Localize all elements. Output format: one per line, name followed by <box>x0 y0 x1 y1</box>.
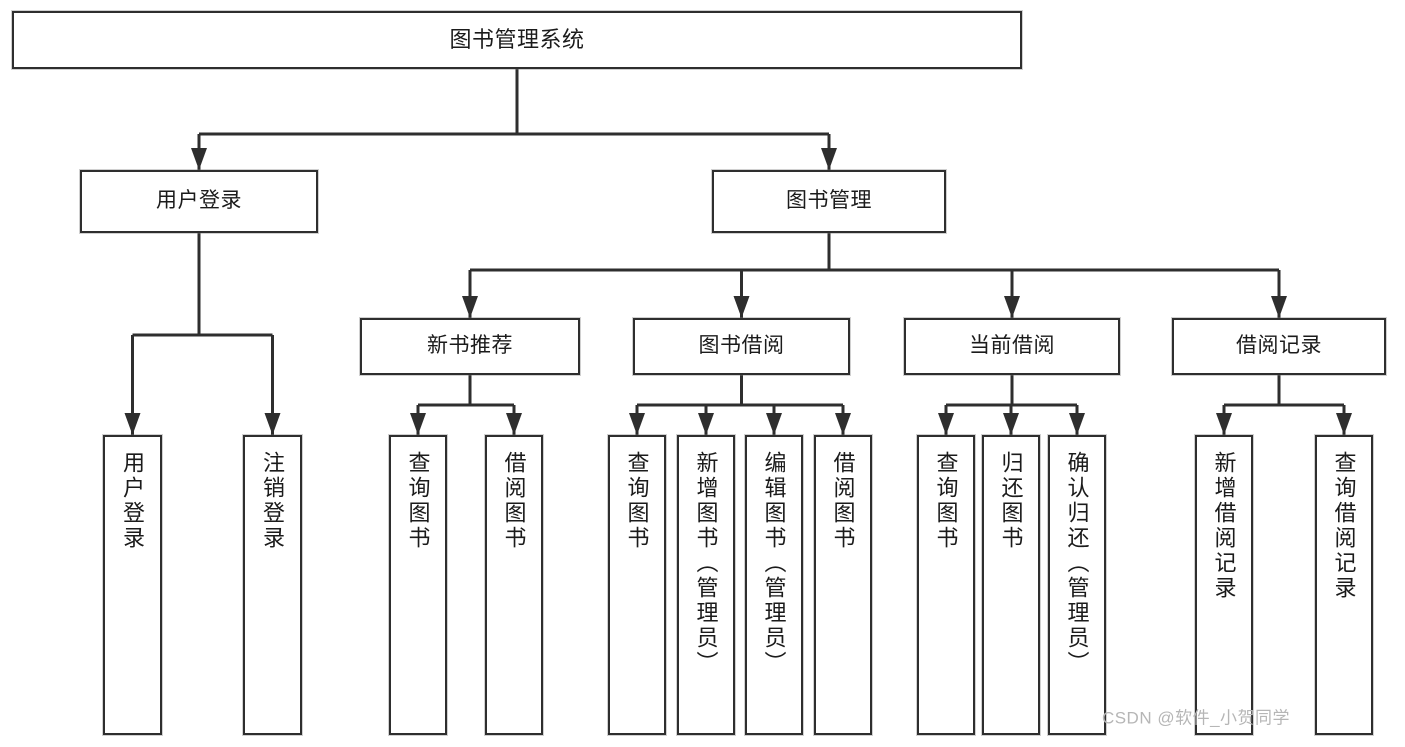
node-login[interactable]: 用户登录 <box>80 170 318 233</box>
node-borrow-4[interactable]: 借阅图书 <box>814 435 872 735</box>
node-login-2[interactable]: 注销登录 <box>243 435 302 735</box>
node-label-current: 当前借阅 <box>969 334 1055 358</box>
connector-arrowhead <box>1069 413 1085 435</box>
node-label-borrow: 图书借阅 <box>698 334 785 358</box>
connector-arrowhead <box>124 413 141 435</box>
node-current[interactable]: 当前借阅 <box>904 318 1120 375</box>
connector-arrowhead <box>506 413 522 435</box>
connector-arrowhead <box>410 413 426 435</box>
node-label-bookmgmt: 图书管理 <box>786 189 872 213</box>
node-label-borrow-4: 借阅图书 <box>830 451 856 551</box>
node-newbooks-2[interactable]: 借阅图书 <box>485 435 543 735</box>
node-label-login-1: 用户登录 <box>120 451 146 551</box>
node-label-current-3: 确认归还（管理员） <box>1064 451 1090 676</box>
node-label-newbooks-1: 查询图书 <box>405 451 431 551</box>
node-borrow-3[interactable]: 编辑图书（管理员） <box>745 435 803 735</box>
connector-arrowhead <box>629 413 645 435</box>
connector-arrowhead <box>1003 413 1019 435</box>
node-label-records-1: 新增借阅记录 <box>1211 451 1237 601</box>
node-root[interactable]: 图书管理系统 <box>12 11 1022 69</box>
node-label-login: 用户登录 <box>156 189 242 213</box>
node-label-borrow-1: 查询图书 <box>624 451 650 551</box>
node-newbooks-1[interactable]: 查询图书 <box>389 435 447 735</box>
watermark-label: CSDN @软件_小贺同学 <box>1101 708 1291 728</box>
connector-arrowhead <box>1004 296 1020 318</box>
node-label-borrow-3: 编辑图书（管理员） <box>761 451 787 676</box>
connector-arrowhead <box>766 413 782 435</box>
node-label-newbooks: 新书推荐 <box>427 334 513 358</box>
node-borrow-1[interactable]: 查询图书 <box>608 435 666 735</box>
node-label-borrow-2: 新增图书（管理员） <box>693 451 719 676</box>
connector-arrowhead <box>698 413 714 435</box>
node-borrow-2[interactable]: 新增图书（管理员） <box>677 435 735 735</box>
node-borrow[interactable]: 图书借阅 <box>633 318 850 375</box>
connector-arrowhead <box>462 296 478 318</box>
node-label-records: 借阅记录 <box>1236 334 1322 358</box>
connector-arrowhead <box>1216 413 1232 435</box>
node-login-1[interactable]: 用户登录 <box>103 435 162 735</box>
node-records-2[interactable]: 查询借阅记录 <box>1315 435 1373 735</box>
node-current-3[interactable]: 确认归还（管理员） <box>1048 435 1106 735</box>
node-label-newbooks-2: 借阅图书 <box>501 451 527 551</box>
node-label-current-1: 查询图书 <box>933 451 959 551</box>
connector-arrowhead <box>835 413 851 435</box>
connector-arrowhead <box>821 148 837 170</box>
node-bookmgmt[interactable]: 图书管理 <box>712 170 946 233</box>
node-records-1[interactable]: 新增借阅记录 <box>1195 435 1253 735</box>
connector-arrowhead <box>1271 296 1287 318</box>
node-current-1[interactable]: 查询图书 <box>917 435 975 735</box>
node-current-2[interactable]: 归还图书 <box>982 435 1040 735</box>
connector-arrowhead <box>1336 413 1352 435</box>
node-records[interactable]: 借阅记录 <box>1172 318 1386 375</box>
connector-arrowhead <box>264 413 281 435</box>
node-newbooks[interactable]: 新书推荐 <box>360 318 580 375</box>
node-label-current-2: 归还图书 <box>998 451 1024 551</box>
connector-arrowhead <box>733 296 750 318</box>
node-label-root: 图书管理系统 <box>449 27 585 53</box>
connector-arrowhead <box>938 413 954 435</box>
node-label-login-2: 注销登录 <box>260 451 286 551</box>
node-label-records-2: 查询借阅记录 <box>1331 451 1357 601</box>
connector-arrowhead <box>191 148 207 170</box>
